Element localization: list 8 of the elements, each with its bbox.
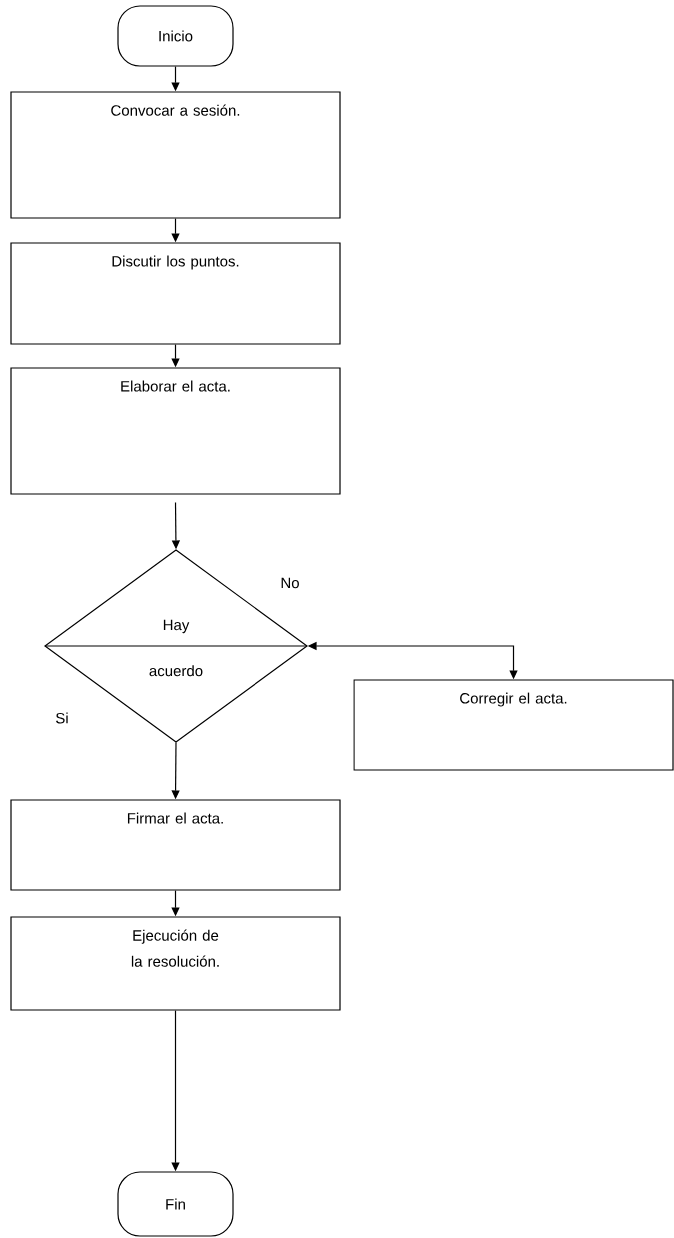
process-box: Ejecución de la resolución. <box>10 916 341 1011</box>
branch-label: No <box>281 577 299 589</box>
process-box: Discutir los puntos. <box>10 242 341 345</box>
process-box: Corregir el acta. <box>353 679 674 771</box>
process-box: Convocar a sesión. <box>10 91 341 219</box>
process-box: Firmar el acta. <box>10 799 341 891</box>
branch-label: Si <box>56 712 68 724</box>
process-box: Elaborar el acta. <box>10 367 341 495</box>
